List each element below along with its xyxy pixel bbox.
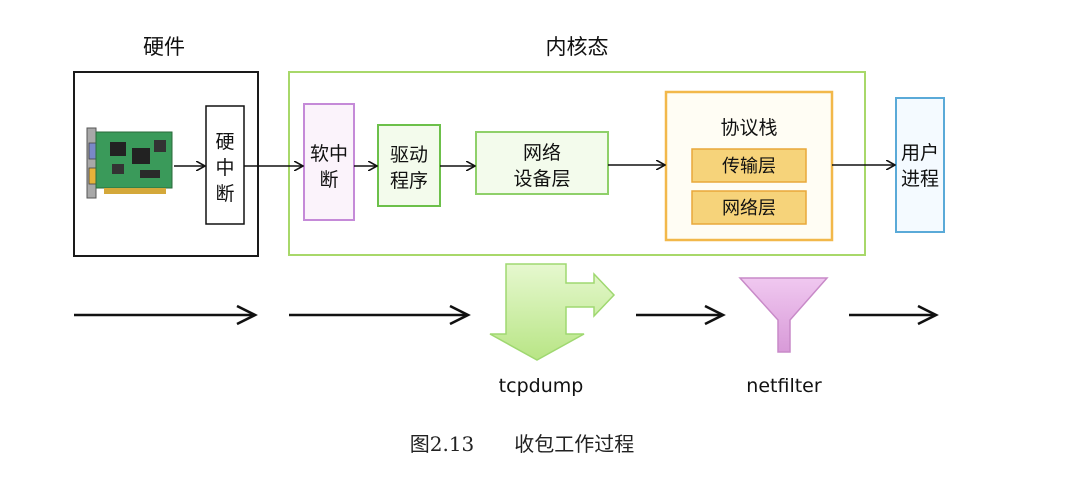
hard-irq-box — [205, 105, 245, 225]
netfilter-funnel-icon — [738, 277, 829, 353]
network-layer-label: 网络层 — [722, 198, 776, 219]
figure-caption: 图2.13 收包工作过程 — [410, 432, 635, 456]
net-device-label-1: 网络 — [523, 142, 561, 164]
netfilter-label: netfilter — [746, 375, 822, 397]
transport-layer-label: 传输层 — [722, 156, 776, 177]
driver-box — [377, 124, 441, 207]
soft-irq-label-1: 软中 — [310, 143, 348, 165]
network-layer-box — [691, 190, 807, 225]
user-process-label-1: 用户 — [901, 142, 939, 164]
user-process-box — [895, 97, 945, 233]
driver-label-2: 程序 — [390, 170, 428, 192]
tcpdump-label: tcpdump — [499, 375, 584, 397]
soft-irq-box — [303, 103, 355, 221]
net-device-box — [475, 131, 609, 195]
network-card-icon — [86, 127, 173, 199]
user-process-label-2: 进程 — [901, 168, 939, 190]
kernel-title: 内核态 — [546, 35, 609, 59]
hard-irq-label-3: 断 — [215, 183, 234, 205]
protocol-stack-label: 协议栈 — [720, 117, 777, 139]
net-device-label-2: 设备层 — [513, 168, 570, 190]
driver-label-1: 驱动 — [390, 144, 428, 166]
hardware-title: 硬件 — [143, 35, 185, 59]
transport-layer-box — [691, 148, 807, 183]
hard-irq-label-2: 中 — [215, 157, 234, 179]
hard-irq-label-1: 硬 — [215, 131, 234, 153]
tcpdump-icon — [489, 263, 616, 361]
soft-irq-label-2: 断 — [319, 169, 338, 191]
